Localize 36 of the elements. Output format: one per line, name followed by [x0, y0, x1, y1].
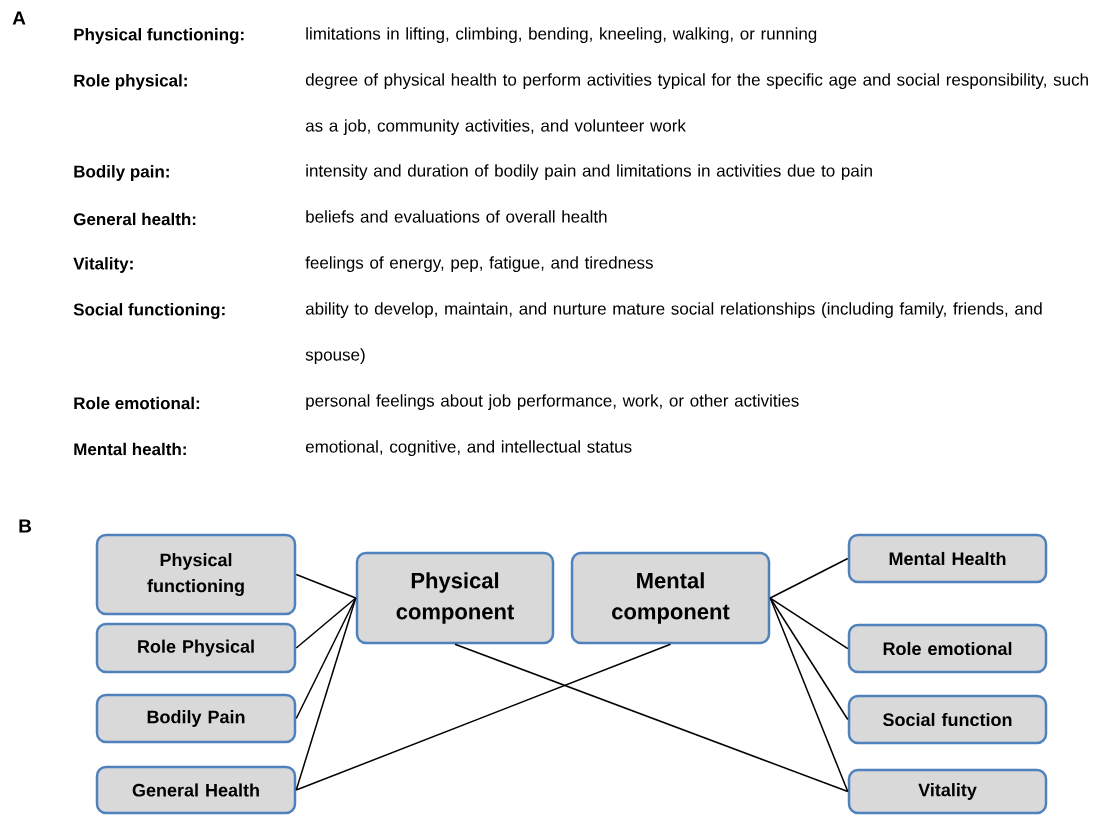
row-label: Vitality:	[73, 257, 133, 273]
component-box: Mental component	[570, 551, 771, 645]
connector-line	[769, 597, 849, 650]
description-text: ability to develop, maintain, and nurture mature social relationships (including family, friends, and spouse)	[305, 302, 1042, 365]
row-label: Mental health:	[74, 442, 186, 456]
row-label: Bodily pain:	[74, 165, 169, 181]
row-label: Social functioning:	[73, 303, 225, 319]
row-label: Role emotional:	[74, 396, 200, 410]
scale-box: Role emotional	[847, 623, 1048, 674]
panel-letter: B	[19, 519, 32, 533]
row-label: General health:	[73, 212, 196, 226]
connector-line	[769, 597, 849, 721]
connector-line	[769, 557, 849, 599]
scale-box: Bodily Pain	[95, 693, 297, 744]
panel-letter: A	[12, 11, 26, 25]
scale-box: Mental Health	[847, 533, 1048, 584]
row-label: Role physical:	[74, 74, 187, 90]
scale-box: Physical functioning	[95, 533, 297, 616]
scale-box: General Health	[95, 765, 297, 815]
component-box: Physical component	[355, 551, 555, 645]
connector-line	[295, 597, 357, 649]
description-text: emotional, cognitive, and intellectual status	[305, 440, 632, 457]
description-text: intensity and duration of bodily pain and limitations in activities due to pain	[306, 164, 872, 181]
row-label: Physical functioning:	[74, 28, 244, 44]
description-text: feelings of energy, pep, fatigue, and tiredness	[305, 256, 653, 273]
connector-line	[295, 597, 357, 791]
connector-line	[454, 643, 849, 793]
description-text: limitations in lifting, climbing, bending, kneeling, walking, or running	[306, 27, 817, 44]
scale-box: Social function	[847, 694, 1048, 745]
scale-box: Vitality	[847, 768, 1048, 815]
connector-line	[769, 597, 849, 793]
scale-box: Role Physical	[95, 622, 297, 674]
description-text: beliefs and evaluations of overall health	[306, 210, 607, 223]
description-text: personal feelings about job performance, work, or other activities	[306, 394, 799, 411]
connector-line	[295, 643, 672, 791]
connector-line	[295, 573, 357, 599]
